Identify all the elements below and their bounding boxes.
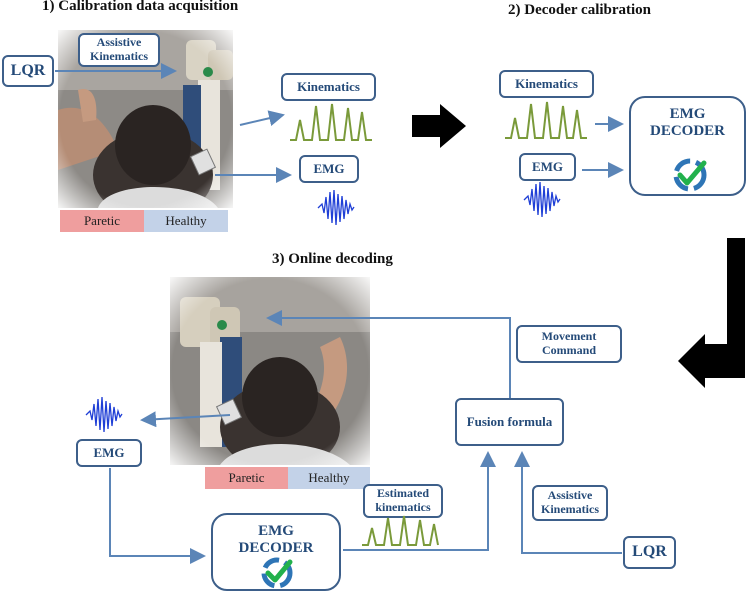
title-step3: 3) Online decoding xyxy=(272,251,393,267)
arrow-photo-to-emg-3 xyxy=(140,411,231,428)
title-step1: 1) Calibration data acquisition xyxy=(42,0,239,14)
big-right-arrow xyxy=(412,104,466,148)
assistive-kinematics-box-2: Assistive Kinematics xyxy=(532,485,608,521)
label-paretic: Paretic xyxy=(60,210,144,232)
movement-command-box: Movement Command xyxy=(516,325,622,363)
arrow-emg-to-decoder-3 xyxy=(109,468,206,564)
label-healthy-2: Healthy xyxy=(288,467,370,489)
kinematics-waveform xyxy=(290,101,587,546)
assistive-kinematics-box: Assistive Kinematics xyxy=(78,33,160,67)
title-step2: 2) Decoder calibration xyxy=(508,2,652,18)
lqr-box: LQR xyxy=(2,55,54,87)
arrow-decoder-to-fusion xyxy=(343,451,496,551)
fusion-formula-box: Fusion formula xyxy=(455,398,564,446)
kinematics-box: Kinematics xyxy=(281,73,376,101)
arrow-photo-to-kinematics xyxy=(239,110,285,126)
label-paretic-2: Paretic xyxy=(205,467,288,489)
emg-box-2: EMG xyxy=(519,153,576,181)
decoder-cycle-check-icon xyxy=(261,158,707,589)
kinematics-box-2: Kinematics xyxy=(499,70,594,98)
big-down-left-arrow xyxy=(678,238,745,388)
emg-waveform xyxy=(85,181,561,433)
arrow-fusion-to-robot xyxy=(266,310,511,398)
emg-box-3: EMG xyxy=(76,439,142,467)
emg-box: EMG xyxy=(299,155,359,183)
photo-patient-robot-2 xyxy=(170,277,370,465)
label-healthy: Healthy xyxy=(144,210,228,232)
lqr-box-2: LQR xyxy=(623,536,676,569)
photo-online xyxy=(170,277,370,465)
emg-decoder-label-2: EMG DECODER xyxy=(238,523,314,557)
emg-decoder-label: EMG DECODER xyxy=(649,106,725,140)
arrow-lqr-to-fusion xyxy=(514,451,622,554)
